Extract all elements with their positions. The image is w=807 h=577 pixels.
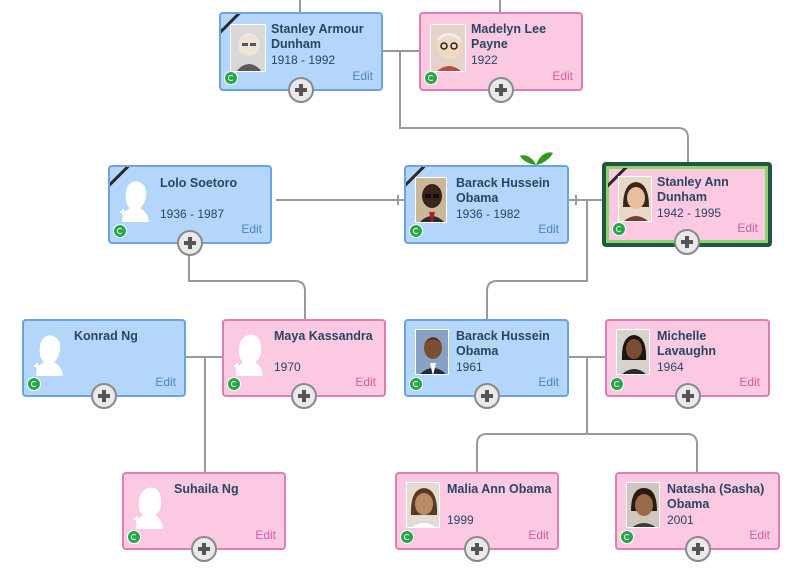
switch-view-icon[interactable] (409, 224, 423, 238)
add-relative-button[interactable] (177, 230, 203, 256)
edit-link[interactable]: Edit (749, 528, 770, 542)
person-card-konrad-ng[interactable]: Konrad Ng Edit (22, 319, 186, 397)
person-name: Malia Ann Obama (447, 482, 555, 497)
photo-stanley-armour-dunham (230, 24, 266, 72)
add-relative-button[interactable] (191, 536, 217, 562)
photo-barack-hussein-obama (415, 329, 449, 375)
person-name: Stanley Ann Dunham (657, 175, 765, 205)
person-name: Michelle Lavaughn (657, 329, 765, 359)
female-silhouette-icon (132, 483, 166, 529)
edit-link[interactable]: Edit (538, 222, 559, 236)
person-card-stanley-armour-dunham[interactable]: Stanley Armour Dunham 1918 - 1992 Edit (219, 12, 383, 91)
person-name: Maya Kassandra (274, 329, 382, 344)
person-card-michelle-lavaughn[interactable]: Michelle Lavaughn 1964 Edit (605, 319, 770, 397)
edit-link[interactable]: Edit (255, 528, 276, 542)
switch-view-icon[interactable] (612, 222, 626, 236)
add-relative-button[interactable] (288, 77, 314, 103)
person-years: 1999 (447, 513, 474, 527)
person-name: Stanley Armour Dunham (271, 22, 379, 52)
photo-malia-ann-obama (406, 482, 440, 528)
edit-link[interactable]: Edit (241, 222, 262, 236)
switch-view-icon[interactable] (113, 224, 127, 238)
switch-view-icon[interactable] (224, 71, 238, 85)
photo-barack-hussein-obama-sr (415, 177, 447, 223)
person-years: 2001 (667, 513, 694, 527)
person-name: Lolo Soetoro (160, 176, 268, 191)
add-relative-button[interactable] (91, 383, 117, 409)
person-years: 1936 - 1982 (456, 207, 520, 221)
edit-link[interactable]: Edit (155, 375, 176, 389)
person-name: Konrad Ng (74, 329, 182, 344)
edit-link[interactable]: Edit (528, 528, 549, 542)
person-years: 1942 - 1995 (657, 206, 721, 220)
female-silhouette-icon (232, 330, 266, 376)
switch-view-icon[interactable] (409, 377, 423, 391)
person-years: 1936 - 1987 (160, 207, 224, 221)
person-card-maya-kassandra[interactable]: Maya Kassandra 1970 Edit (222, 319, 386, 397)
add-relative-button[interactable] (675, 383, 701, 409)
male-silhouette-icon (32, 330, 66, 376)
sprout-icon (518, 148, 554, 166)
switch-view-icon[interactable] (610, 377, 624, 391)
person-card-natasha-sasha-obama[interactable]: Natasha (Sasha) Obama 2001 Edit (615, 472, 780, 550)
person-card-madelyn-lee-payne[interactable]: Madelyn Lee Payne 1922 Edit (419, 12, 583, 91)
person-card-barack-hussein-obama-sr[interactable]: Barack Hussein Obama 1936 - 1982 Edit (404, 165, 569, 244)
person-years: 1961 (456, 360, 483, 374)
person-name: Suhaila Ng (174, 482, 282, 497)
photo-natasha-sasha-obama (626, 482, 660, 528)
switch-view-icon[interactable] (400, 530, 414, 544)
male-silhouette-icon (118, 176, 152, 222)
person-card-lolo-soetoro[interactable]: Lolo Soetoro 1936 - 1987 Edit (108, 165, 272, 244)
person-years: 1970 (274, 360, 301, 374)
switch-view-icon[interactable] (27, 377, 41, 391)
person-name: Natasha (Sasha) Obama (667, 482, 775, 512)
add-relative-button[interactable] (685, 536, 711, 562)
edit-link[interactable]: Edit (352, 69, 373, 83)
add-relative-button[interactable] (488, 77, 514, 103)
person-name: Barack Hussein Obama (456, 176, 564, 206)
add-relative-button[interactable] (474, 383, 500, 409)
edit-link[interactable]: Edit (737, 221, 758, 235)
switch-view-icon[interactable] (227, 377, 241, 391)
add-relative-button[interactable] (291, 383, 317, 409)
edit-link[interactable]: Edit (552, 69, 573, 83)
switch-view-icon[interactable] (620, 530, 634, 544)
photo-michelle-lavaughn (616, 329, 650, 375)
person-card-malia-ann-obama[interactable]: Malia Ann Obama 1999 Edit (395, 472, 559, 550)
edit-link[interactable]: Edit (739, 375, 760, 389)
photo-madelyn-lee-payne (430, 24, 466, 72)
person-years: 1922 (471, 53, 498, 67)
photo-stanley-ann-dunham (618, 176, 652, 222)
person-card-stanley-ann-dunham[interactable]: Stanley Ann Dunham 1942 - 1995 Edit (602, 162, 772, 247)
person-card-barack-hussein-obama[interactable]: Barack Hussein Obama 1961 Edit (404, 319, 569, 397)
add-relative-button[interactable] (464, 536, 490, 562)
person-card-suhaila-ng[interactable]: Suhaila Ng Edit (122, 472, 286, 550)
add-relative-button[interactable] (674, 229, 700, 255)
person-years: 1918 - 1992 (271, 53, 335, 67)
person-years: 1964 (657, 360, 684, 374)
edit-link[interactable]: Edit (355, 375, 376, 389)
edit-link[interactable]: Edit (538, 375, 559, 389)
switch-view-icon[interactable] (424, 71, 438, 85)
person-name: Madelyn Lee Payne (471, 22, 579, 52)
switch-view-icon[interactable] (127, 530, 141, 544)
person-name: Barack Hussein Obama (456, 329, 564, 359)
